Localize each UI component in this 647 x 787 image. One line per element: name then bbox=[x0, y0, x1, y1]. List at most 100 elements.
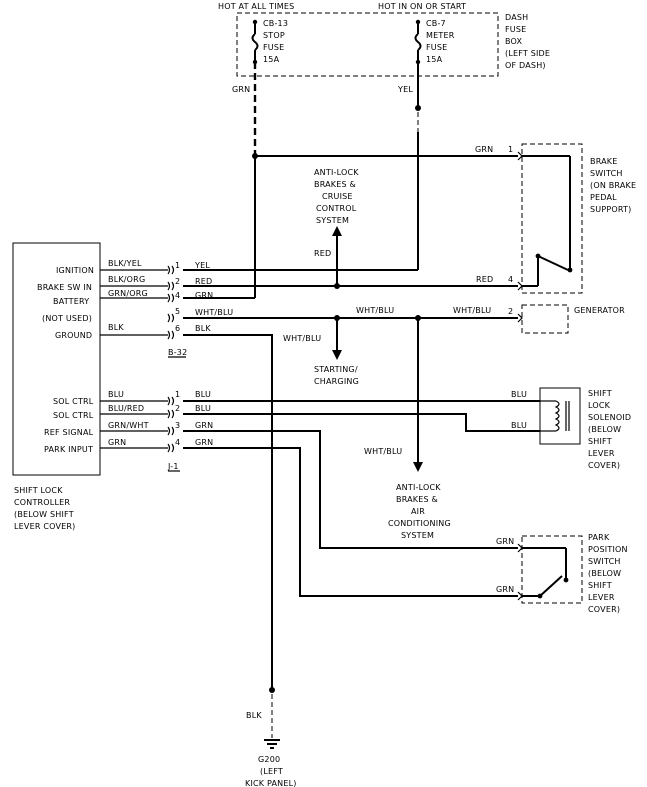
blk-ground-run-label: BLK bbox=[195, 324, 211, 333]
svg-text:15A: 15A bbox=[426, 55, 443, 64]
svg-text:SWITCH: SWITCH bbox=[590, 169, 623, 178]
svg-text:GROUND: GROUND bbox=[55, 331, 92, 340]
controller-pin-labels: IGNITION BRAKE SW IN BATTERY (NOT USED) … bbox=[37, 266, 94, 454]
shift-lock-controller-box bbox=[12, 242, 101, 476]
svg-text:BRAKES &: BRAKES & bbox=[314, 180, 356, 189]
svg-text:(NOT USED): (NOT USED) bbox=[42, 314, 92, 323]
brake-switch-outline bbox=[521, 143, 583, 294]
brake-switch-label: BRAKE SWITCH (ON BRAKE PEDAL SUPPORT) bbox=[590, 157, 636, 214]
dash-fuse-box-outline bbox=[236, 12, 499, 77]
svg-text:CONDITIONING: CONDITIONING bbox=[388, 519, 451, 528]
grn-feed-wire-label: GRN bbox=[232, 85, 250, 94]
red-brake-sw-run-label: RED bbox=[195, 277, 212, 286]
grn-park-switch-run-1 bbox=[183, 430, 518, 549]
ground-symbol bbox=[264, 739, 280, 749]
park-position-switch-outline bbox=[521, 535, 583, 604]
svg-text:FUSE: FUSE bbox=[505, 25, 526, 34]
grn-park-switch-end-2-label: GRN bbox=[496, 585, 514, 594]
b32-pin-2-connector bbox=[167, 281, 175, 291]
shift-lock-solenoid-box bbox=[539, 387, 581, 445]
hot-at-all-times-label: HOT AT ALL TIMES bbox=[218, 2, 294, 11]
svg-text:(ON BRAKE: (ON BRAKE bbox=[590, 181, 636, 190]
svg-text:(LEFT: (LEFT bbox=[260, 767, 283, 776]
b32-pin-1-connector bbox=[167, 265, 175, 275]
b32-pin-4: 4 bbox=[175, 291, 180, 300]
wht-blu-mid-label: WHT/BLU bbox=[356, 306, 394, 315]
svg-text:BATTERY: BATTERY bbox=[53, 297, 89, 306]
svg-text:POSITION: POSITION bbox=[588, 545, 628, 554]
ref-signal-stub-label: GRN/WHT bbox=[108, 421, 149, 430]
svg-text:LEVER COVER): LEVER COVER) bbox=[14, 522, 76, 531]
svg-text:SWITCH: SWITCH bbox=[588, 557, 621, 566]
svg-text:BRAKE SW IN: BRAKE SW IN bbox=[37, 283, 92, 292]
svg-text:(BELOW SHIFT: (BELOW SHIFT bbox=[14, 510, 74, 519]
ground-wire-label: BLK bbox=[246, 711, 262, 720]
brake-sw-stub-label: BLK/ORG bbox=[108, 275, 145, 284]
svg-text:PEDAL: PEDAL bbox=[590, 193, 617, 202]
grn-brake-switch-wire-label: GRN bbox=[475, 145, 493, 154]
svg-text:SOLENOID: SOLENOID bbox=[588, 413, 631, 422]
svg-text:CHARGING: CHARGING bbox=[314, 377, 359, 386]
ignition-stub-label: BLK/YEL bbox=[108, 259, 142, 268]
fuse-cb13-label: CB-13 STOP FUSE 15A bbox=[263, 19, 288, 64]
red-brake-switch-label: RED bbox=[476, 275, 493, 284]
j1-pin-3: 3 bbox=[175, 421, 180, 430]
hot-in-on-or-start-label: HOT IN ON OR START bbox=[378, 2, 466, 11]
fuse-cb7-symbol bbox=[414, 19, 422, 65]
brake-switch-terminal-1 bbox=[517, 151, 523, 161]
svg-text:CB-13: CB-13 bbox=[263, 19, 288, 28]
starting-charging-arrow bbox=[332, 350, 342, 360]
svg-text:OF DASH): OF DASH) bbox=[505, 61, 546, 70]
generator-label: GENERATOR bbox=[574, 306, 625, 315]
svg-text:SYSTEM: SYSTEM bbox=[401, 531, 434, 540]
yel-feed-wire-label: YEL bbox=[397, 85, 413, 94]
blu-solenoid-end-1-label: BLU bbox=[511, 390, 527, 399]
abs-ac-wire-label: WHT/BLU bbox=[364, 447, 402, 456]
starting-charging-label: STARTING/ CHARGING bbox=[314, 365, 359, 386]
svg-text:AIR: AIR bbox=[411, 507, 425, 516]
svg-text:ANTI-LOCK: ANTI-LOCK bbox=[396, 483, 441, 492]
j1-pin-2-connector bbox=[167, 409, 175, 419]
svg-text:DASH: DASH bbox=[505, 13, 528, 22]
svg-text:CONTROLLER: CONTROLLER bbox=[14, 498, 70, 507]
park-input-stub-label: GRN bbox=[108, 438, 126, 447]
svg-text:CONTROL: CONTROL bbox=[316, 204, 357, 213]
svg-text:G200: G200 bbox=[258, 755, 280, 764]
dash-fuse-box-label: DASH FUSE BOX (LEFT SIDE OF DASH) bbox=[505, 13, 550, 70]
park-switch-terminal-2 bbox=[517, 591, 523, 601]
j1-pin-4: 4 bbox=[175, 438, 180, 447]
svg-text:SHIFT LOCK: SHIFT LOCK bbox=[14, 486, 63, 495]
ground-g200-label: G200 (LEFT KICK PANEL) bbox=[245, 755, 297, 787]
svg-text:STARTING/: STARTING/ bbox=[314, 365, 358, 374]
connector-j1-label: J-1 bbox=[167, 462, 179, 471]
svg-text:CRUISE: CRUISE bbox=[322, 192, 353, 201]
fuse-cb7-label: CB-7 METER FUSE 15A bbox=[426, 19, 454, 64]
svg-text:SHIFT: SHIFT bbox=[588, 389, 612, 398]
blu-solenoid-end-2-label: BLU bbox=[511, 421, 527, 430]
svg-text:KICK PANEL): KICK PANEL) bbox=[245, 779, 297, 787]
svg-text:BRAKES &: BRAKES & bbox=[396, 495, 438, 504]
blu-solenoid-run-1-label: BLU bbox=[195, 390, 211, 399]
wht-blu-generator-label: WHT/BLU bbox=[453, 306, 491, 315]
blu-solenoid-run-2 bbox=[183, 413, 540, 432]
brake-switch-terminal-4 bbox=[517, 281, 523, 291]
park-switch-contacts bbox=[522, 547, 569, 599]
svg-text:SOL CTRL: SOL CTRL bbox=[53, 411, 94, 420]
svg-text:SHIFT: SHIFT bbox=[588, 437, 612, 446]
brake-switch-pin-4: 4 bbox=[508, 275, 513, 284]
svg-text:COVER): COVER) bbox=[588, 461, 620, 470]
b32-pin-1: 1 bbox=[175, 261, 180, 270]
abs-ac-arrow bbox=[413, 462, 423, 472]
svg-text:LEVER: LEVER bbox=[588, 593, 615, 602]
fuse-cb13-symbol bbox=[251, 19, 259, 65]
b32-pin-6: 6 bbox=[175, 324, 180, 333]
svg-text:REF SIGNAL: REF SIGNAL bbox=[44, 428, 94, 437]
svg-text:LEVER: LEVER bbox=[588, 449, 615, 458]
shift-lock-controller-label: SHIFT LOCK CONTROLLER (BELOW SHIFT LEVER… bbox=[14, 486, 76, 531]
grn-park-switch-run-2 bbox=[183, 447, 518, 597]
ground-splice bbox=[269, 687, 275, 693]
yel-feed-splice bbox=[415, 105, 421, 111]
svg-text:FUSE: FUSE bbox=[263, 43, 284, 52]
svg-text:(LEFT SIDE: (LEFT SIDE bbox=[505, 49, 550, 58]
j1-pin-4-connector bbox=[167, 443, 175, 453]
